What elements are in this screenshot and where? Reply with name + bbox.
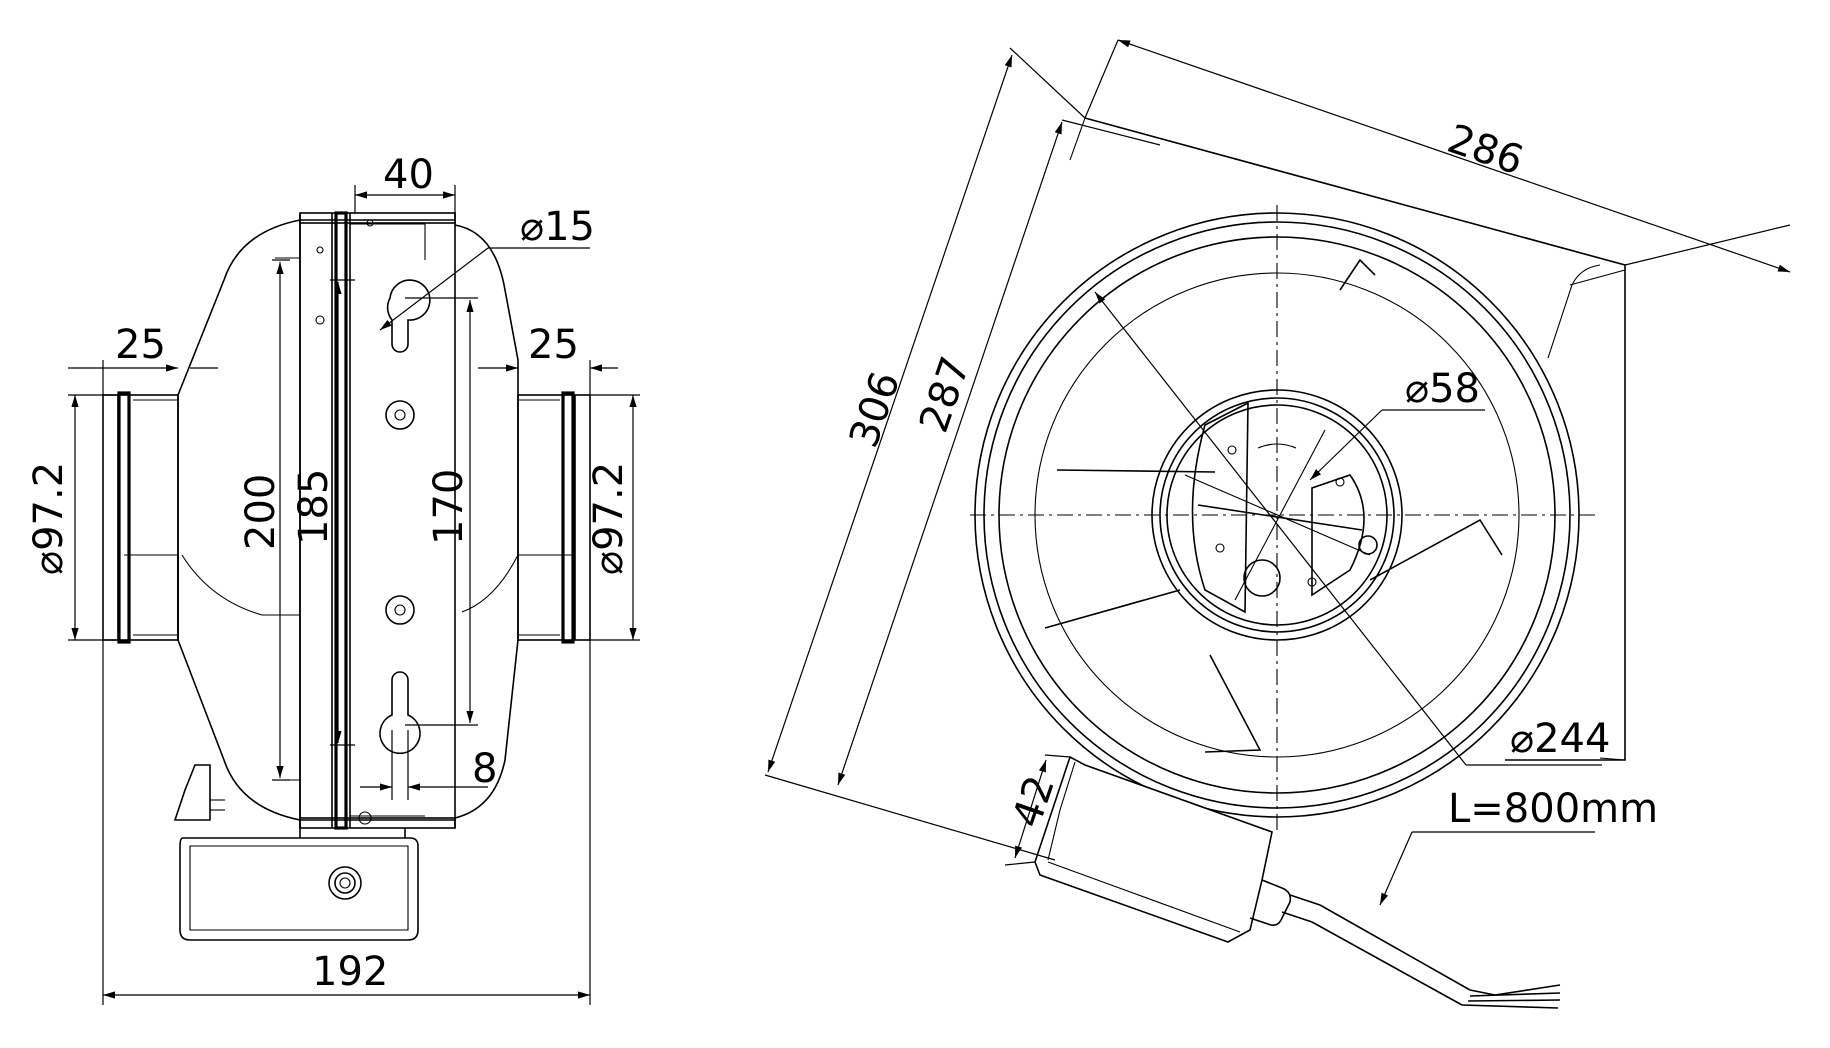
side-view: 40 ⌀15 25 25 ⌀97.2 ⌀97.2 xyxy=(26,152,640,1005)
dim-plate-width: 286 xyxy=(1442,116,1529,184)
dim-body-200: 200 xyxy=(238,474,284,550)
dim-slot-170: 170 xyxy=(426,469,472,545)
dim-spigot-dia-right: ⌀97.2 xyxy=(586,462,632,575)
side-dimensions: 40 ⌀15 25 25 ⌀97.2 ⌀97.2 xyxy=(26,152,640,1005)
cable xyxy=(1311,904,1561,1009)
dim-hub-dia: ⌀58 xyxy=(1405,366,1480,412)
dim-plate-inner: 287 xyxy=(911,351,979,438)
dim-body-185: 185 xyxy=(291,469,337,545)
dim-spigot-dia-left: ⌀97.2 xyxy=(26,462,72,575)
mounting-plate xyxy=(1069,117,1626,761)
dim-spigot-right: 25 xyxy=(528,322,579,368)
dim-flange-width: 40 xyxy=(383,152,434,198)
dim-cable-length: L=800mm xyxy=(1448,786,1658,832)
center-lines xyxy=(970,205,1595,835)
dim-slot-8: 8 xyxy=(472,746,497,792)
dim-hole-dia: ⌀15 xyxy=(520,204,595,250)
dim-plate-height: 306 xyxy=(841,366,909,453)
dim-housing-dia: ⌀244 xyxy=(1510,716,1610,762)
front-view: 286 306 287 ⌀58 ⌀244 42 xyxy=(764,39,1791,1009)
dim-spigot-left: 25 xyxy=(115,322,166,368)
junction-box xyxy=(173,764,419,941)
right-spigot xyxy=(517,391,591,644)
fan-body xyxy=(177,212,519,829)
front-junction-box xyxy=(1034,755,1321,943)
left-spigot xyxy=(102,391,179,644)
dim-overall-width: 192 xyxy=(312,949,388,995)
